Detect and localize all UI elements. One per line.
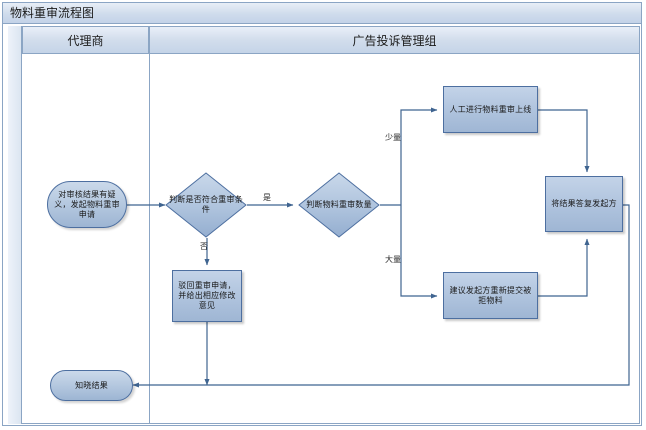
lane-label-agent: 代理商 bbox=[67, 33, 104, 48]
edge-label-large-volume: 大量 bbox=[385, 255, 401, 264]
node-start[interactable]: 对审核结果有疑义，发起物料重审申请 bbox=[47, 181, 127, 228]
node-manual-online[interactable]: 人工进行物料重审上线 bbox=[443, 86, 538, 133]
node-end-label: 知晓结果 bbox=[75, 380, 108, 390]
swimlane-gutter bbox=[8, 26, 22, 424]
node-check-quantity-label: 判断物料重审数量 bbox=[306, 200, 372, 209]
diagram-title-bar: 物料重审流程图 bbox=[2, 2, 642, 24]
node-reject-request[interactable]: 驳回重审申请，并给出相应修改意见 bbox=[172, 270, 242, 322]
node-reply-result-label: 将结果答复发起方 bbox=[551, 199, 617, 208]
node-check-condition-label: 判断是否符合重审条件 bbox=[169, 195, 243, 214]
node-suggest-resubmit-label: 建议发起方重新提交被拒物料 bbox=[449, 285, 532, 305]
node-start-label: 对审核结果有疑义，发起物料重审申请 bbox=[54, 189, 120, 219]
node-reply-result[interactable]: 将结果答复发起方 bbox=[545, 176, 623, 232]
node-reject-request-label: 驳回重审申请，并给出相应修改意见 bbox=[178, 281, 236, 310]
node-check-quantity[interactable]: 判断物料重审数量 bbox=[298, 172, 380, 238]
edge-label-yes: 是 bbox=[263, 193, 271, 202]
edge-label-small-volume: 少量 bbox=[385, 133, 401, 142]
edge-label-no: 否 bbox=[200, 242, 208, 251]
node-manual-online-label: 人工进行物料重审上线 bbox=[449, 104, 532, 114]
page-title: 物料重审流程图 bbox=[10, 6, 95, 20]
node-end[interactable]: 知晓结果 bbox=[50, 370, 133, 401]
node-check-condition[interactable]: 判断是否符合重审条件 bbox=[165, 172, 247, 238]
node-suggest-resubmit[interactable]: 建议发起方重新提交被拒物料 bbox=[443, 272, 538, 319]
lane-header-agent: 代理商 bbox=[22, 26, 149, 54]
lane-label-group: 广告投诉管理组 bbox=[352, 33, 437, 48]
swimlane-divider bbox=[149, 54, 150, 424]
lane-header-group: 广告投诉管理组 bbox=[149, 26, 640, 54]
